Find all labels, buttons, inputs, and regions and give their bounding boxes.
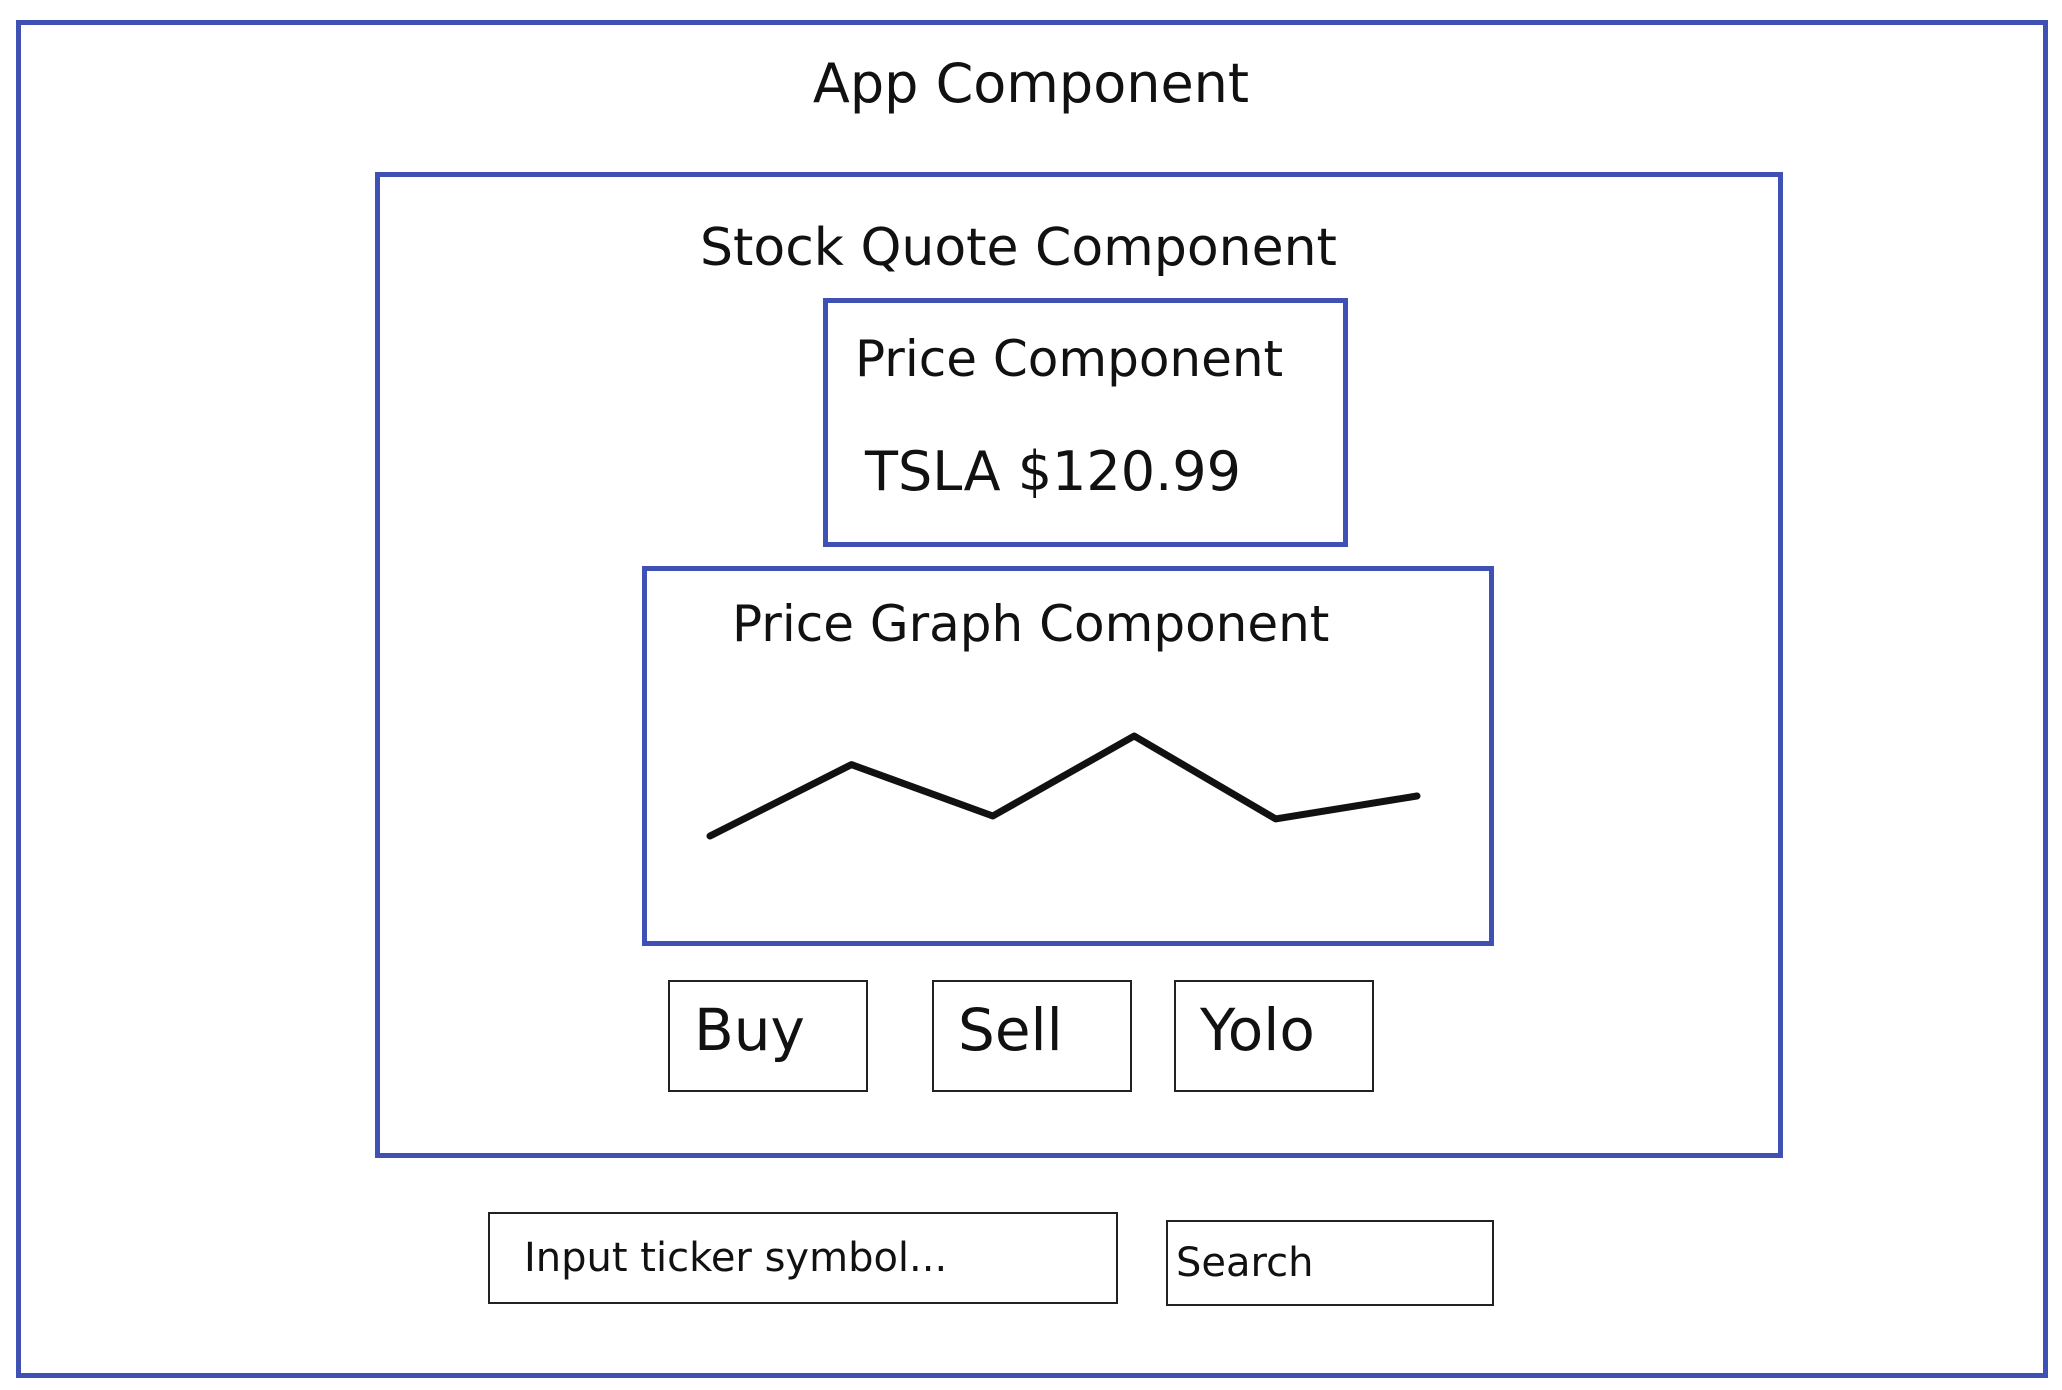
yolo-button-label: Yolo — [1200, 996, 1315, 1064]
price-component-box — [823, 298, 1348, 547]
price-graph-component-box — [642, 566, 1494, 946]
ticker-symbol-input[interactable] — [490, 1214, 1116, 1302]
price-graph-line — [706, 732, 1421, 840]
price-value: TSLA $120.99 — [865, 440, 1241, 503]
search-button-label: Search — [1176, 1240, 1314, 1286]
price-graph-component-title: Price Graph Component — [732, 595, 1330, 653]
stock-quote-component-box — [375, 172, 1783, 1158]
search-button[interactable]: Search — [1166, 1220, 1494, 1306]
price-component-title: Price Component — [855, 330, 1284, 388]
buy-button[interactable]: Buy — [668, 980, 868, 1092]
stock-quote-component-title: Stock Quote Component — [700, 218, 1337, 278]
sell-button-label: Sell — [958, 996, 1063, 1064]
app-component-title: App Component — [812, 52, 1250, 115]
app-component-box — [16, 20, 2048, 1378]
sell-button[interactable]: Sell — [932, 980, 1132, 1092]
yolo-button[interactable]: Yolo — [1174, 980, 1374, 1092]
ticker-input-box[interactable] — [488, 1212, 1118, 1304]
buy-button-label: Buy — [694, 996, 805, 1064]
price-graph-sketch — [706, 732, 1421, 840]
